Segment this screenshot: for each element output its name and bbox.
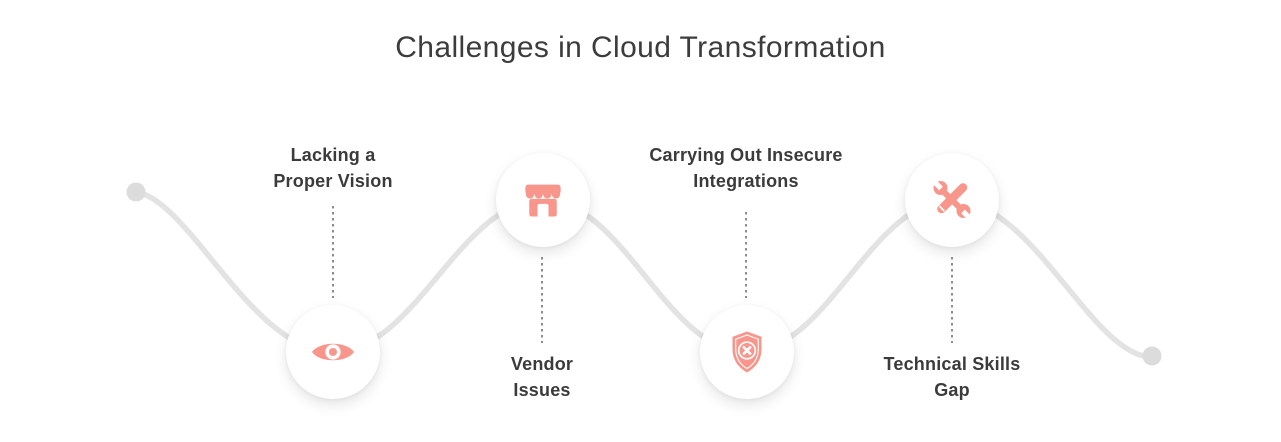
node-vendor-issues bbox=[496, 153, 590, 247]
dotted-connector bbox=[951, 257, 953, 343]
label-line: Vendor bbox=[510, 354, 574, 374]
dotted-connector bbox=[541, 257, 543, 343]
label-line: Issues bbox=[513, 380, 571, 400]
wave-path bbox=[133, 189, 1155, 360]
label-line: Lacking a bbox=[290, 145, 376, 165]
dotted-connector bbox=[332, 206, 334, 298]
label-vendor-issues: Vendor Issues bbox=[392, 351, 692, 403]
label-technical-skills-gap: Technical Skills Gap bbox=[802, 351, 1102, 403]
eye-icon bbox=[311, 343, 355, 361]
crossed-tools-icon bbox=[931, 178, 973, 222]
end-dot bbox=[1142, 346, 1162, 366]
shield-cross-icon bbox=[732, 331, 762, 373]
label-line: Proper Vision bbox=[273, 171, 393, 191]
label-line: Gap bbox=[934, 380, 970, 400]
label-line: Carrying Out Insecure bbox=[649, 145, 843, 165]
node-lacking-proper-vision bbox=[286, 305, 380, 399]
start-dot bbox=[126, 182, 146, 202]
label-line: Technical Skills bbox=[883, 354, 1021, 374]
page-title: Challenges in Cloud Transformation bbox=[395, 31, 886, 64]
label-lacking-proper-vision: Lacking a Proper Vision bbox=[183, 142, 483, 194]
dotted-connector bbox=[745, 212, 747, 298]
node-technical-skills-gap bbox=[905, 153, 999, 247]
label-insecure-integrations: Carrying Out Insecure Integrations bbox=[596, 142, 896, 194]
label-line: Integrations bbox=[693, 171, 799, 191]
node-insecure-integrations bbox=[700, 305, 794, 399]
storefront-icon bbox=[525, 184, 561, 217]
